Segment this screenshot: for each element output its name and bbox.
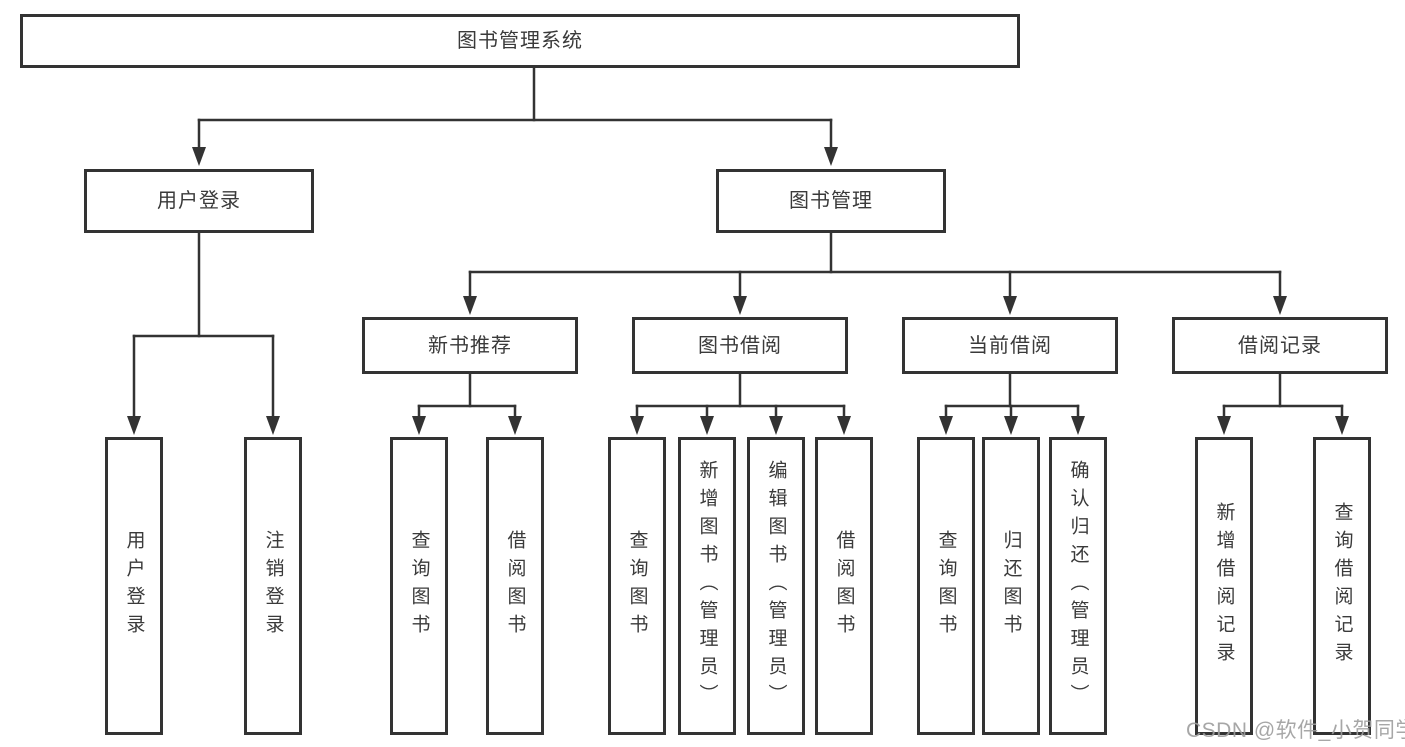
node-leaf-query-borrow-record: 查询借阅记录 bbox=[1313, 437, 1371, 735]
connector-root-to-level2 bbox=[192, 66, 838, 166]
connector-book-management-branch bbox=[463, 231, 1287, 315]
connector-user-login-branch bbox=[127, 231, 280, 435]
node-leaf-borrow-books: 借阅图书 bbox=[815, 437, 873, 735]
node-book-borrowing: 图书借阅 bbox=[632, 317, 848, 374]
node-book-management: 图书管理 bbox=[716, 169, 946, 233]
connector-book-borrowing-branch bbox=[630, 372, 851, 435]
leaf-label: 查询图书 bbox=[626, 530, 648, 642]
node-leaf-return-books: 归还图书 bbox=[982, 437, 1040, 735]
leaf-label: 编辑图书（管理员） bbox=[765, 460, 787, 712]
node-leaf-logout: 注销登录 bbox=[244, 437, 302, 735]
node-leaf-add-books-admin: 新增图书（管理员） bbox=[678, 437, 736, 735]
node-borrowing-records: 借阅记录 bbox=[1172, 317, 1388, 374]
connector-new-book-recommendation-branch bbox=[412, 372, 522, 435]
leaf-label: 归还图书 bbox=[1000, 530, 1022, 642]
node-leaf-add-borrow-record: 新增借阅记录 bbox=[1195, 437, 1253, 735]
node-leaf-query-books-current: 查询图书 bbox=[917, 437, 975, 735]
connector-current-borrowing-branch bbox=[939, 372, 1085, 435]
node-leaf-user-login: 用户登录 bbox=[105, 437, 163, 735]
node-new-book-recommendation: 新书推荐 bbox=[362, 317, 578, 374]
connector-borrowing-records-branch bbox=[1217, 372, 1349, 435]
node-current-borrowing: 当前借阅 bbox=[902, 317, 1118, 374]
leaf-label: 查询借阅记录 bbox=[1331, 502, 1353, 670]
node-leaf-query-books-recommend: 查询图书 bbox=[390, 437, 448, 735]
leaf-label: 确认归还（管理员） bbox=[1067, 460, 1089, 712]
node-leaf-borrow-books-recommend: 借阅图书 bbox=[486, 437, 544, 735]
csdn-watermark: CSDN @软件_小贺同学 bbox=[1186, 719, 1405, 742]
leaf-label: 新增图书（管理员） bbox=[696, 460, 718, 712]
node-root-library-management-system: 图书管理系统 bbox=[20, 14, 1020, 68]
leaf-label: 新增借阅记录 bbox=[1213, 502, 1235, 670]
leaf-label: 查询图书 bbox=[408, 530, 430, 642]
node-leaf-query-books-borrowing: 查询图书 bbox=[608, 437, 666, 735]
leaf-label: 用户登录 bbox=[123, 530, 145, 642]
node-leaf-edit-books-admin: 编辑图书（管理员） bbox=[747, 437, 805, 735]
leaf-label: 借阅图书 bbox=[833, 530, 855, 642]
leaf-label: 注销登录 bbox=[262, 530, 284, 642]
node-user-login: 用户登录 bbox=[84, 169, 314, 233]
leaf-label: 查询图书 bbox=[935, 530, 957, 642]
node-leaf-confirm-return-admin: 确认归还（管理员） bbox=[1049, 437, 1107, 735]
leaf-label: 借阅图书 bbox=[504, 530, 526, 642]
